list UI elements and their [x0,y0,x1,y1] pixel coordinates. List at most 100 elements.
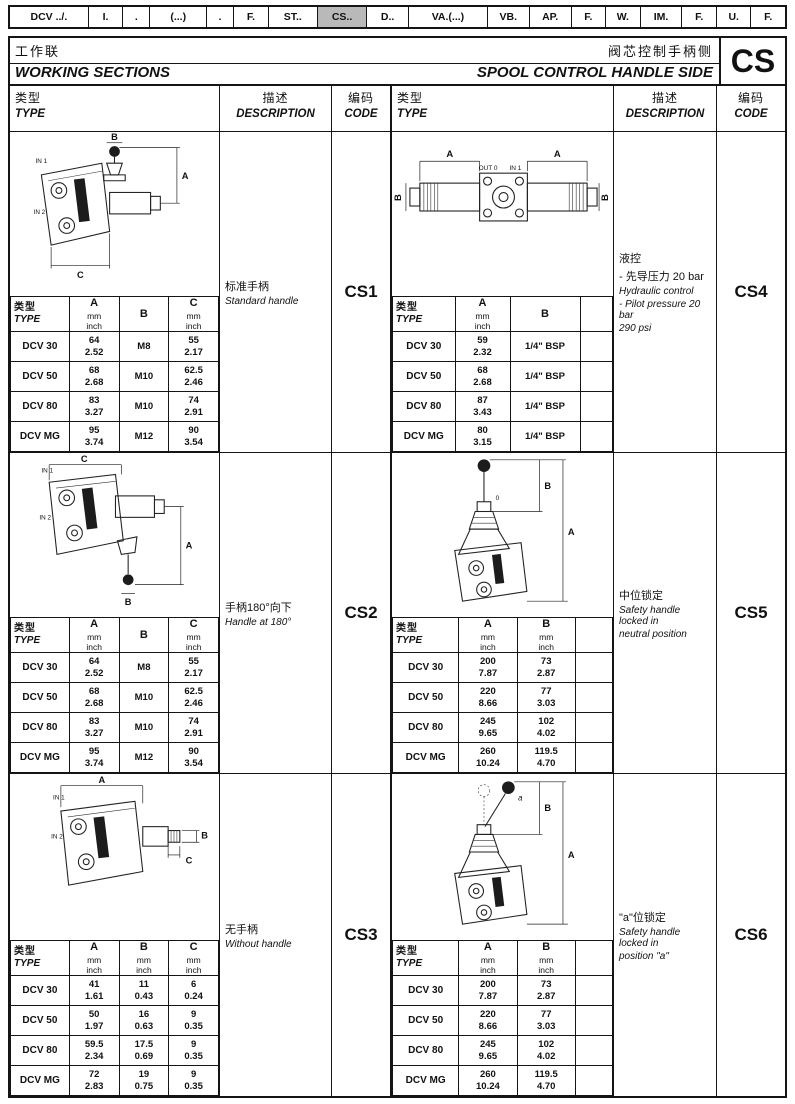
type-header-en: TYPE [396,635,423,647]
nav-tab-vb[interactable]: VB. [486,7,529,27]
column-unit: mm [475,310,490,321]
nav-tab-u[interactable]: U. [715,7,751,27]
column-unit: inch [185,641,202,652]
column-unit: inch [538,964,555,975]
dimension-cell: 1/4" BSP [509,331,581,362]
dimension-value: 102 [538,1039,555,1051]
top-nav: DCV ../.I..(...).F.ST..CS..D..VA.(...)VB… [8,5,787,29]
nav-tab-f[interactable]: F. [233,7,268,27]
dimension-value: 3.27 [84,727,104,739]
section-cs3-type-cell: A B C [10,774,220,1096]
type-header-en: TYPE [396,958,423,970]
dim-label-a: A [186,541,193,551]
column-header-description-left: 描述 DESCRIPTION [220,86,332,132]
nav-tab-f[interactable]: F. [750,7,785,27]
description-cn-line: 中位锁定 [619,589,663,602]
dim-label-a-right: A [554,149,561,160]
dimension-cell [579,421,613,452]
nav-tab-cs[interactable]: CS.. [316,7,367,27]
dimension-value: 3.43 [473,406,492,418]
column-unit: mm [87,631,102,642]
dimension-value: 19 [138,1069,150,1081]
valve-diagram-cs3-without-handle: A B C [51,775,208,886]
dimension-value: 74 [188,716,199,728]
description-header-cn: 描述 [651,91,678,105]
column-header-type-right: 类型 TYPE [392,86,614,132]
description-header-en: DESCRIPTION [625,108,705,120]
column-unit: inch [538,641,555,652]
dimension-value: 0.75 [134,1080,154,1092]
dimension-value: M12 [134,430,154,442]
nav-tab-dcv[interactable]: DCV ../. [30,11,68,23]
nav-tab-dot[interactable]: . [122,7,149,27]
description-en-line: Hydraulic control [619,286,694,297]
dimension-value: 2.68 [84,376,104,388]
dimension-value: 8.66 [478,1020,498,1032]
column-letter: A [483,618,492,631]
column-unit: inch [480,964,496,975]
nav-tab-im[interactable]: IM. [639,7,682,27]
dimension-value: 2.52 [84,346,104,358]
dimension-value: 9 [190,1009,197,1021]
type-header-en: TYPE [14,314,41,326]
nav-tab-st[interactable]: ST.. [267,7,317,27]
dimension-value: 17.5 [134,1039,154,1051]
dimension-value: 0.43 [134,990,154,1002]
header-spool-control: 阀芯控制手柄侧 SPOOL CONTROL HANDLE SIDE [392,38,719,84]
nav-tab-dot[interactable]: (...) [149,7,206,27]
header-working-sections: 工作联 WORKING SECTIONS [10,38,392,84]
row-type-label: DCV MG [392,742,460,773]
nav-tab-dot[interactable]: . [206,7,233,27]
valve-diagram-cs2-handle-180: C A B [39,454,193,607]
table-column-header: B [509,296,581,332]
dimension-value: 2.46 [184,697,203,709]
dim-label-b-right: B [600,194,611,201]
code-label-cs3: CS3 [344,925,378,944]
table-column-header: B [118,296,170,332]
column-header-description-right: 描述 DESCRIPTION [614,86,717,132]
page-header: 工作联 WORKING SECTIONS 阀芯控制手柄侧 SPOOL CONTR… [10,38,785,86]
dimension-cell [574,1065,613,1096]
dimension-value: 83 [88,716,100,728]
dimension-value: 90 [188,746,199,758]
dimension-value: 245 [479,716,496,728]
nav-tab-i[interactable]: I. [87,7,123,27]
description-header-cn: 描述 [262,91,289,105]
dimension-cell [574,742,613,773]
dim-label-b: B [111,132,118,142]
row-type-label: DCV 80 [10,391,70,422]
port-label-out0: OUT 0 [479,165,498,172]
column-letter: B [139,307,148,320]
dimension-lines: B A [490,781,575,925]
type-header-cn: 类型 [15,91,42,105]
type-header-en: TYPE [397,108,428,120]
row-type-label: DCV 80 [10,1035,70,1066]
nav-tab-w[interactable]: W. [605,7,640,27]
row-type-label: DCV 80 [10,712,70,743]
column-unit: inch [185,320,202,331]
nav-tab-va[interactable]: VA.(...) [408,7,487,27]
dimension-value: 1/4" BSP [525,370,565,382]
dimension-cell: 1/4" BSP [509,391,581,422]
nav-tab-f[interactable]: F. [681,7,716,27]
nav-tab-f[interactable]: F. [570,7,606,27]
column-letter: A [90,941,99,954]
description-en-line: Standard handle [225,295,299,307]
nav-tab-d[interactable]: D.. [366,7,408,27]
dimension-value: 220 [479,1009,496,1021]
valve-body [60,800,181,886]
nav-tab-ap[interactable]: AP. [528,7,571,27]
